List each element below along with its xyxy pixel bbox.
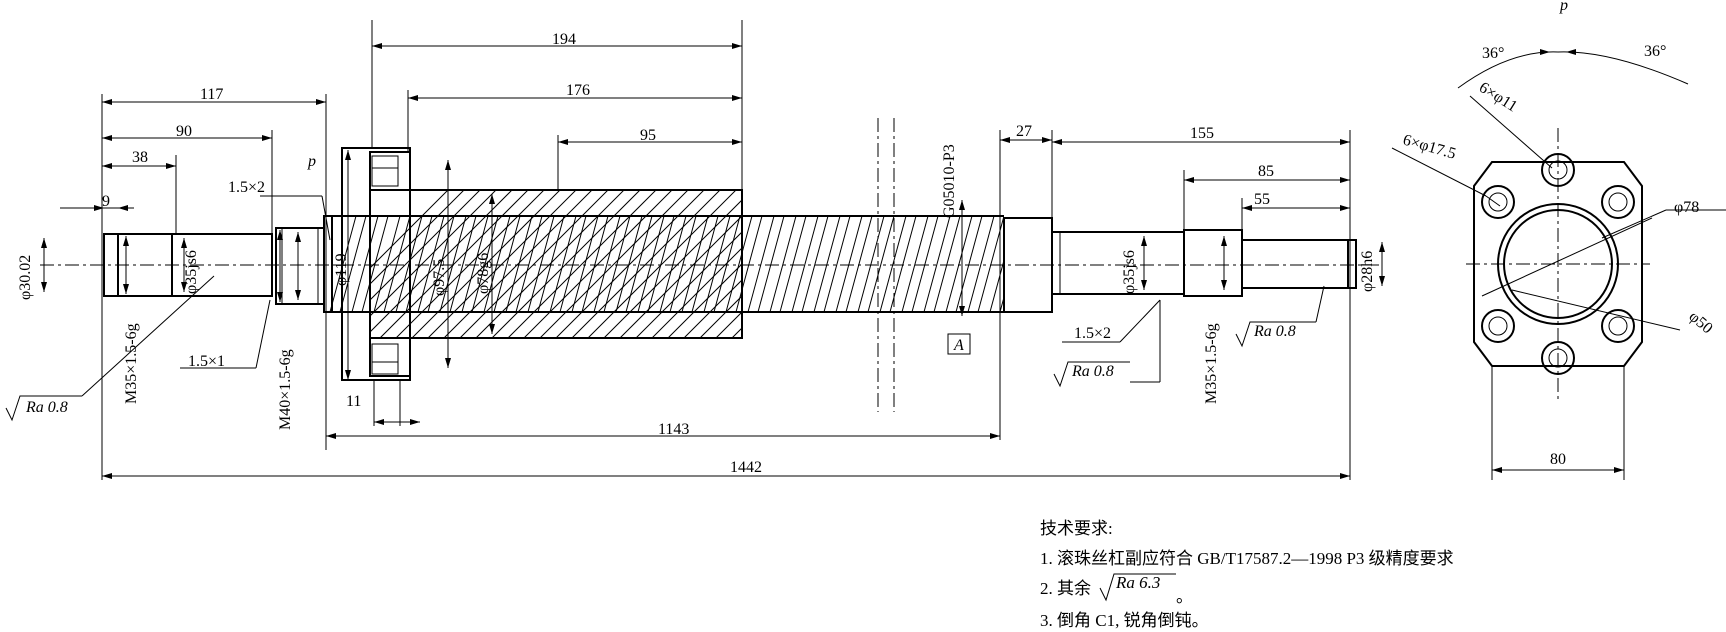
dia-119: φ119 (333, 253, 350, 286)
ball-nut (341, 147, 743, 381)
dim-p-top: p (1559, 0, 1568, 14)
roughness-left: Ra 0.8 (25, 399, 68, 416)
dimension-geometry (41, 20, 1726, 480)
roughness-symbols: Ra 0.8 Ra 0.8 Ra 0.8 (5, 321, 1316, 422)
dim-85: 85 (1258, 163, 1274, 180)
dia-35js6-left: φ35js6 (183, 250, 200, 294)
roughness-right: Ra 0.8 (1253, 323, 1296, 340)
tech-req-item-2-end: 。 (1176, 587, 1193, 606)
dim-194: 194 (552, 31, 576, 48)
roughness-mid: Ra 0.8 (1071, 363, 1114, 380)
roughness-note-symbol (1099, 573, 1176, 602)
dim-1442: 1442 (730, 459, 762, 476)
angle-36-right: 36° (1644, 43, 1666, 60)
dim-p: p (307, 153, 316, 170)
dim-27: 27 (1016, 123, 1032, 140)
datum-box (947, 333, 971, 355)
tech-req-item-1: 1. 滚珠丝杠副应符合 GB/T17587.2—1998 P3 级精度要求 (1040, 549, 1454, 568)
dim-117: 117 (200, 86, 223, 103)
dim-90: 90 (176, 123, 192, 140)
holes-17-5: 6×φ17.5 (1401, 132, 1458, 163)
dim-9: 9 (102, 193, 110, 210)
roughness-note: Ra 6.3 (1115, 573, 1160, 592)
chamfer-1-5x1: 1.5×1 (188, 353, 225, 370)
thread-m40: M40×1.5-6g (277, 349, 294, 430)
flange-end-view (1466, 128, 1653, 400)
tech-requirements: 技术要求: 1. 滚珠丝杠副应符合 GB/T17587.2—1998 P3 级精… (1040, 519, 1454, 630)
angle-36-left: 36° (1482, 45, 1504, 62)
dim-1143: 1143 (658, 421, 689, 438)
dim-38: 38 (132, 149, 148, 166)
tech-req-title: 技术要求: (1040, 519, 1113, 538)
chamfer-1-5x2-right: 1.5×2 (1074, 325, 1111, 342)
part-code: G05010-P3 (941, 144, 958, 218)
dia-35js6-right: φ35js6 (1121, 250, 1138, 294)
tech-req-item-2: 2. 其余 (1040, 579, 1091, 598)
dim-55: 55 (1254, 191, 1270, 208)
dia-30-02: φ30.02 (17, 255, 34, 300)
chamfer-1-5x2-left: 1.5×2 (228, 179, 265, 196)
dia-78g6: φ78g6 (475, 253, 492, 294)
break-lines (877, 118, 895, 412)
dim-176: 176 (566, 82, 590, 99)
dim-95: 95 (640, 127, 656, 144)
dim-11: 11 (346, 393, 361, 410)
tech-req-item-3: 3. 倒角 C1, 锐角倒钝。 (1040, 611, 1209, 630)
datum-label: A (953, 337, 964, 354)
dia-28h6: φ28h6 (1359, 251, 1376, 292)
dia-97-5: φ97.5 (431, 259, 448, 296)
thread-m35-left: M35×1.5-6g (123, 323, 140, 404)
chamfer-texts: 1.5×2 1.5×1 1.5×2 (188, 179, 1111, 370)
holes-11: 6×φ11 (1476, 79, 1520, 115)
dia-78: φ78 (1674, 199, 1699, 216)
thread-m35-right: M35×1.5-6g (1203, 323, 1220, 404)
thread-texts: M35×1.5-6g M40×1.5-6g M35×1.5-6g (123, 323, 1220, 430)
dim-80: 80 (1550, 451, 1566, 468)
dim-155: 155 (1190, 125, 1214, 142)
dia-50: φ50 (1685, 308, 1715, 337)
dimension-texts: 194 176 95 117 90 38 9 27 155 85 55 11 1… (102, 0, 1666, 476)
right-shaft (1051, 229, 1357, 297)
